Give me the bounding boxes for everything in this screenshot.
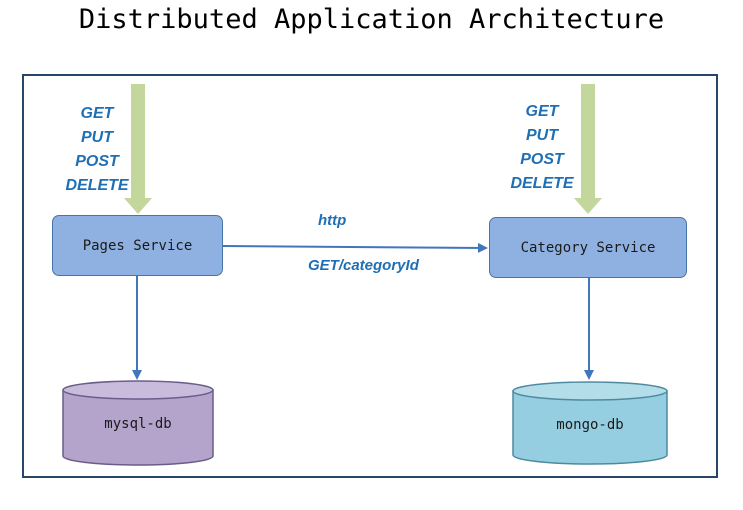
left-method-post: POST: [75, 153, 119, 170]
right-method-put: PUT: [526, 127, 558, 144]
connection-protocol-label: http: [318, 212, 347, 229]
architecture-frame: [22, 74, 718, 478]
pages-service-box: Pages Service: [52, 215, 223, 276]
service-connector-arrow: [222, 242, 488, 253]
right-method-post: POST: [520, 151, 564, 168]
connection-endpoint-label: GET/categoryId: [308, 257, 419, 274]
category-service-label: Category Service: [520, 239, 656, 256]
right-method-get: GET: [525, 103, 559, 120]
diagram-title: Distributed Application Architecture: [78, 4, 665, 35]
mongo-db-label: mongo-db: [556, 417, 624, 433]
left-request-arrow: [124, 84, 152, 214]
right-method-delete: DELETE: [510, 175, 574, 192]
left-method-put: PUT: [81, 129, 113, 146]
mongo-db-cylinder: [512, 381, 668, 465]
left-http-methods: GET PUT POST DELETE: [37, 102, 157, 198]
left-method-get: GET: [80, 105, 114, 122]
left-method-delete: DELETE: [65, 177, 129, 194]
pages-service-label: Pages Service: [82, 237, 193, 254]
category-service-box: Category Service: [489, 217, 687, 278]
right-request-arrow: [574, 84, 602, 214]
right-http-methods: GET PUT POST DELETE: [482, 100, 602, 196]
mysql-db-cylinder: [62, 380, 214, 466]
mysql-db-label: mysql-db: [104, 416, 172, 432]
